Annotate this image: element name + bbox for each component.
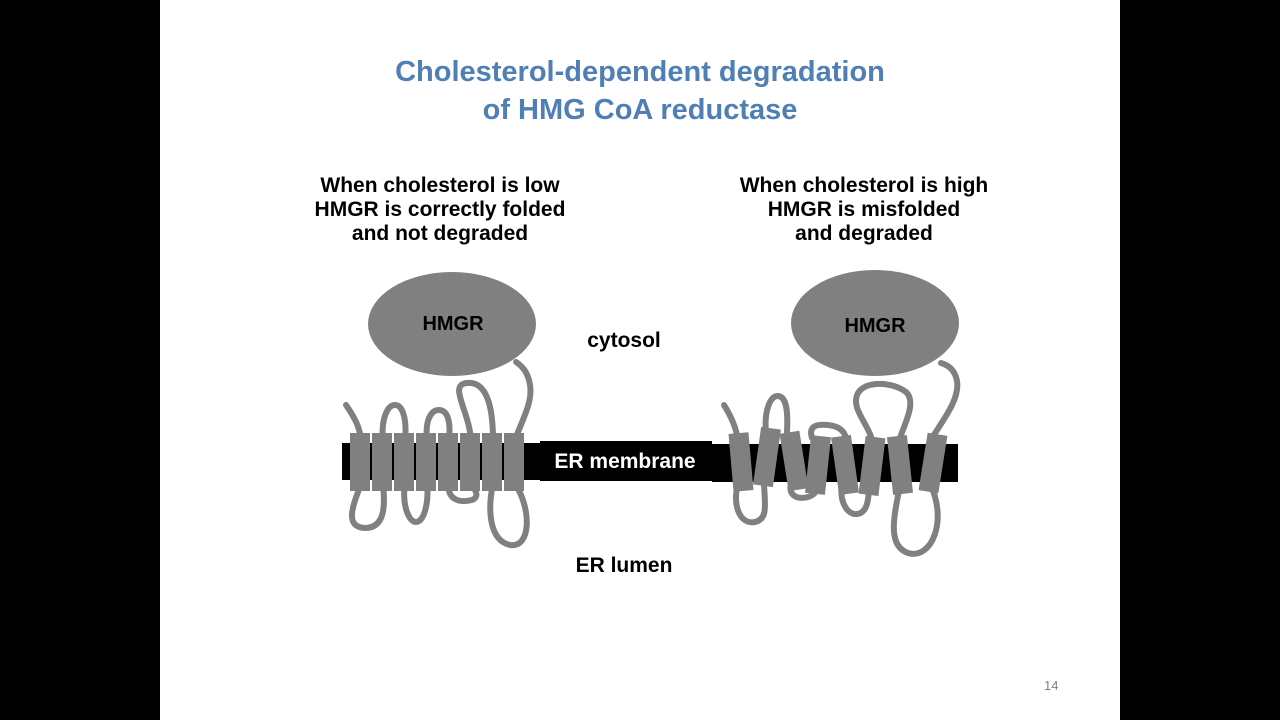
hmgr-domain-left	[368, 272, 536, 376]
caption-line: HMGR is correctly folded	[314, 198, 566, 221]
folded-helices	[350, 433, 524, 491]
caption-line: When cholesterol is high	[739, 174, 989, 197]
high-cholesterol-caption: When cholesterol is high HMGR is misfold…	[684, 174, 1044, 246]
slide-title: Cholesterol-dependent degradation of HMG…	[160, 53, 1120, 129]
caption-line: and degraded	[795, 222, 933, 245]
folded-loops	[343, 359, 534, 549]
caption-line: and not degraded	[351, 222, 529, 245]
caption-line: HMGR is misfolded	[767, 198, 961, 221]
er-membrane-label: ER membrane	[554, 450, 695, 473]
slide: Cholesterol-dependent degradation of HMG…	[160, 0, 1120, 720]
misfolded-hmgr	[721, 270, 961, 557]
title-line-1: Cholesterol-dependent degradation	[395, 56, 885, 88]
hmgr-label-left: HMGR	[422, 313, 484, 335]
misfolded-helices	[728, 426, 948, 497]
misfolded-loops	[721, 360, 961, 557]
folded-hmgr	[343, 272, 536, 549]
hmgr-label-right: HMGR	[844, 315, 906, 337]
er-membrane-middle	[540, 441, 712, 481]
cytosol-label: cytosol	[587, 329, 661, 352]
hmgr-domain-right	[791, 270, 959, 376]
er-lumen-label: ER lumen	[576, 554, 673, 577]
title-line-2: of HMG CoA reductase	[482, 94, 798, 126]
page-number: 14	[1044, 678, 1059, 693]
hmgr-diagram: HMGR HMGR cytosol ER membrane ER lumen	[342, 270, 961, 577]
caption-line: When cholesterol is low	[320, 174, 560, 197]
low-cholesterol-caption: When cholesterol is low HMGR is correctl…	[260, 174, 620, 246]
